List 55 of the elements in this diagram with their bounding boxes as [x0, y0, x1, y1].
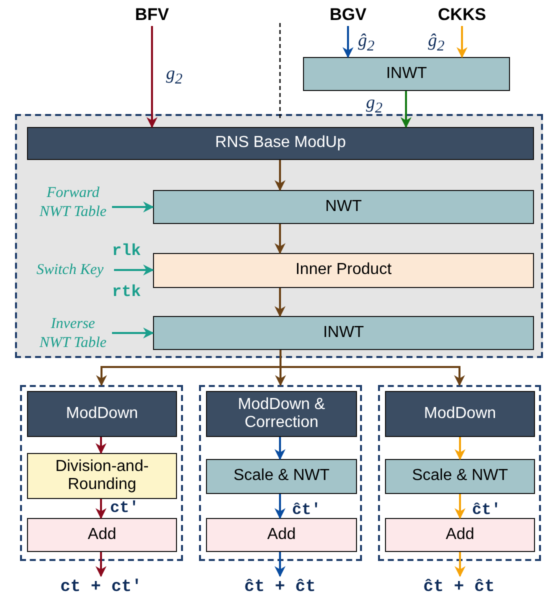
- process-box: ModDown: [385, 391, 535, 437]
- process-box: ModDown: [27, 391, 177, 437]
- arrow: [274, 437, 286, 460]
- dashed-group: [20, 385, 183, 561]
- key-label: rtk: [112, 283, 141, 301]
- arrow: [146, 26, 158, 128]
- arrow: [274, 494, 286, 520]
- process-box: RNS Base ModUp: [27, 127, 534, 160]
- process-box: Add: [385, 518, 535, 552]
- edge-label: g$_{2}$: [366, 93, 382, 117]
- process-box: INWT: [153, 316, 534, 350]
- arrow: [400, 91, 412, 128]
- arrow: [342, 26, 354, 58]
- dashed-group: [15, 114, 543, 358]
- process-box: Add: [27, 518, 177, 552]
- arrow: [454, 494, 466, 520]
- arrow: [454, 552, 466, 578]
- input-label: Forward NWT Table: [34, 180, 112, 226]
- arrow: [274, 288, 286, 318]
- arrow: [96, 437, 106, 454]
- edge-label: ĝ$_{2}$: [358, 31, 374, 55]
- arrow: [114, 264, 154, 276]
- process-box: INWT: [303, 57, 510, 91]
- process-box: ModDown & Correction: [206, 391, 357, 437]
- process-box: Add: [206, 518, 357, 552]
- input-label: Switch Key: [26, 260, 114, 282]
- arrow: [112, 328, 154, 338]
- arrow: [112, 202, 154, 212]
- edge-label: ĝ$_{2}$: [428, 31, 444, 55]
- arrow: [96, 552, 106, 578]
- output-label: ct + ct′: [46, 576, 156, 598]
- arrow: [454, 437, 466, 460]
- arrow: [456, 26, 468, 58]
- edge-label: ct′: [110, 500, 139, 516]
- scheme-label: BFV: [122, 4, 182, 26]
- input-label: Inverse NWT Table: [34, 311, 112, 357]
- scheme-label: CKKS: [426, 4, 498, 26]
- output-label: ĉt + ĉt: [404, 576, 514, 598]
- scheme-label: BGV: [318, 4, 378, 26]
- key-label: rlk: [112, 242, 141, 260]
- arrow: [274, 224, 286, 254]
- process-box: Division-and-Rounding: [27, 453, 177, 499]
- output-label: ĉt + ĉt: [225, 576, 335, 598]
- dashed-group: [378, 385, 541, 561]
- process-box: Inner Product: [153, 253, 534, 288]
- arrow: [274, 552, 286, 578]
- process-box: Scale & NWT: [385, 459, 535, 494]
- arrow: [274, 160, 286, 192]
- edge-label: g$_{2}$: [166, 64, 182, 88]
- dashed-group: [199, 385, 362, 561]
- edge-label: ĉt′: [292, 502, 321, 518]
- arrow: [96, 499, 106, 520]
- edge-label: ĉt′: [472, 502, 501, 518]
- process-box: Scale & NWT: [206, 459, 357, 494]
- process-box: NWT: [153, 190, 534, 224]
